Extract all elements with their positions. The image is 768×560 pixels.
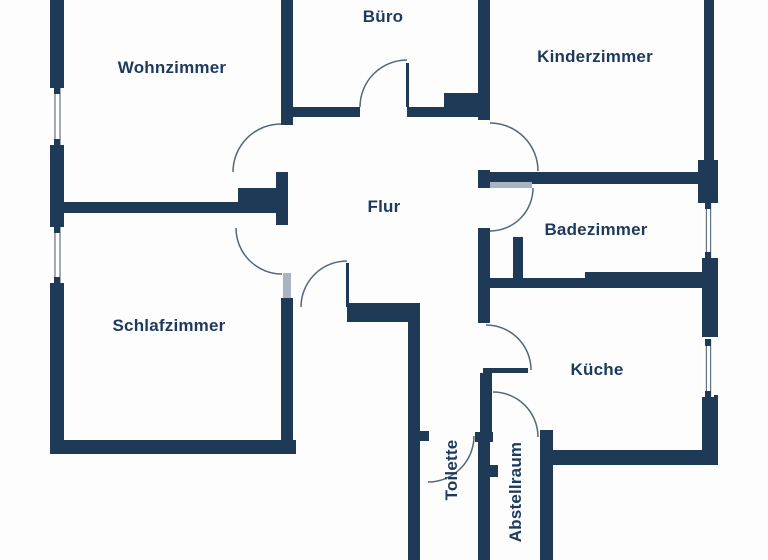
wall-segment — [50, 440, 296, 454]
window-icon — [702, 340, 714, 397]
door-leaf — [406, 63, 409, 107]
wall-segment — [585, 272, 702, 288]
wall-segment — [50, 0, 64, 88]
wall-segment — [50, 145, 64, 227]
window-end-cap — [705, 391, 711, 398]
window-end-cap — [54, 87, 60, 94]
wall-segment — [478, 170, 490, 188]
wall-segment — [478, 228, 490, 323]
window-pane-line — [705, 203, 707, 258]
wall-segment — [64, 202, 238, 213]
wall-segment — [702, 395, 718, 462]
door-swing-icon — [232, 123, 282, 173]
wall-segment — [238, 188, 282, 213]
door-leaf — [283, 273, 291, 298]
window-end-cap — [54, 226, 60, 233]
window-icon — [50, 88, 64, 145]
window-pane-line — [59, 88, 61, 145]
room-label-kueche: Küche — [570, 360, 624, 379]
room-label-abstellraum: Abstellraum — [506, 441, 525, 543]
wall-segment — [50, 283, 64, 454]
wall-segment — [490, 465, 498, 477]
wall-segment — [478, 278, 585, 288]
wall-segment — [407, 107, 478, 117]
wall-segment — [704, 0, 714, 162]
window-pane-line — [710, 203, 712, 258]
room-label-badezimmer: Badezimmer — [544, 220, 648, 239]
wall-segment — [347, 303, 420, 322]
window-pane-line — [59, 227, 61, 283]
door-swing-icon — [489, 122, 539, 172]
door-swing-icon — [427, 435, 475, 483]
door-leaf — [490, 182, 532, 188]
room-label-toilette: Toilette — [442, 439, 461, 501]
window-pane-line — [54, 88, 56, 145]
wall-segment — [408, 322, 420, 560]
door-swing-icon — [235, 227, 283, 275]
door-leaf — [483, 368, 528, 373]
window-icon — [50, 227, 64, 283]
room-label-flur: Flur — [367, 197, 401, 216]
window-end-cap — [705, 339, 711, 346]
window-end-cap — [54, 139, 60, 146]
room-label-kinderzimmer: Kinderzimmer — [537, 47, 653, 66]
window-pane-line — [710, 340, 712, 397]
wall-segment — [281, 298, 293, 440]
wall-segment — [513, 237, 523, 283]
wall-segment — [490, 172, 712, 184]
room-label-schlafzimmer: Schlafzimmer — [112, 316, 226, 335]
room-label-wohnzimmer: Wohnzimmer — [117, 58, 227, 77]
window-icon — [702, 203, 714, 258]
door-swing-icon — [300, 260, 348, 308]
door-leaf — [346, 263, 349, 307]
door-swing-icon — [489, 187, 534, 232]
wall-segment — [480, 373, 492, 432]
wall-segment — [540, 430, 553, 560]
wall-segment — [420, 431, 429, 441]
wall-segment — [702, 258, 718, 337]
wall-segment — [478, 442, 490, 560]
window-end-cap — [54, 277, 60, 284]
wall-segment — [444, 93, 478, 107]
wall-segment — [698, 160, 718, 203]
window-end-cap — [705, 202, 711, 209]
wall-segment — [478, 0, 490, 120]
window-pane-line — [54, 227, 56, 283]
door-swing-icon — [359, 59, 408, 108]
room-label-buero: Büro — [362, 7, 404, 26]
wall-segment — [281, 0, 293, 125]
wall-segment — [475, 432, 493, 442]
window-pane-line — [705, 340, 707, 397]
window-end-cap — [705, 252, 711, 259]
door-swing-icon — [492, 391, 539, 438]
door-swing-icon — [485, 324, 532, 371]
wall-segment — [540, 450, 718, 465]
wall-segment — [287, 107, 360, 117]
